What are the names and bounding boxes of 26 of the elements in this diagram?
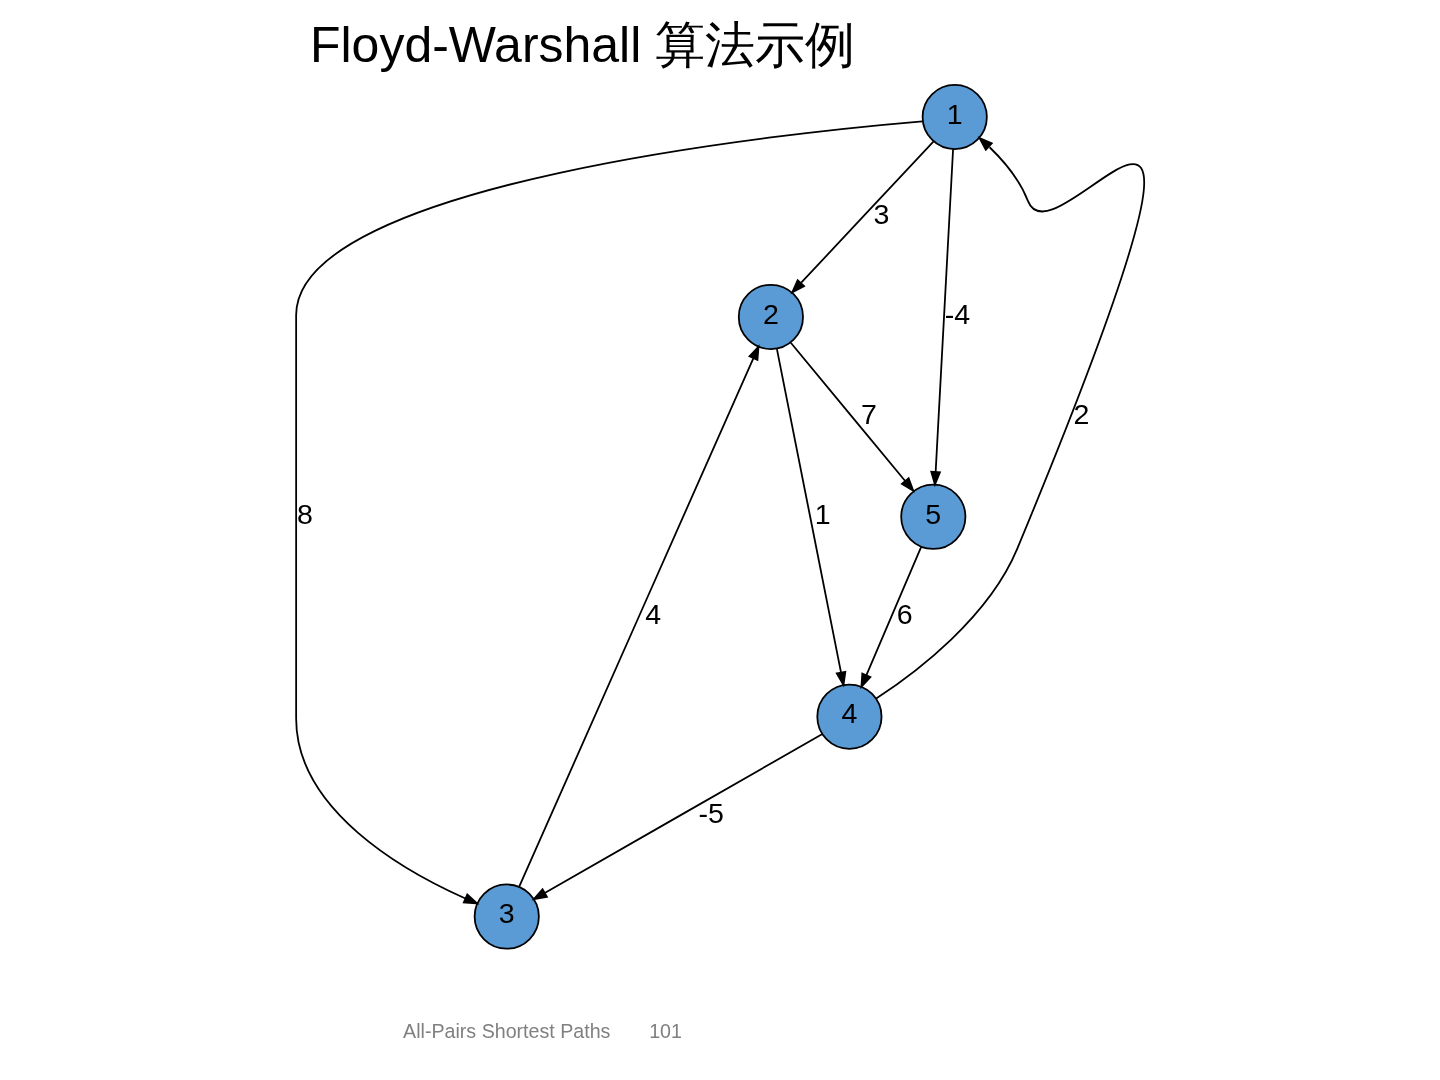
label: All-Pairs Shortest Paths [402,1019,610,1042]
edge-label: 1 [814,497,831,530]
arrow [789,140,934,295]
arrow [929,148,954,488]
edge-label: 4 [644,597,661,630]
edge-label: 3 [873,197,889,230]
node-circle: 5 [899,483,966,550]
edge-label: 2 [1073,397,1089,430]
edge-label: 8 [296,497,313,530]
arrow [294,120,923,905]
edge-label: -4 [944,297,970,330]
edge-label: -5 [697,797,724,830]
arrow [859,545,922,690]
diagram-title: Floyd-Warshall 算法示例 [309,17,855,74]
edge-label: 7 [860,397,877,430]
arrow [531,733,823,901]
arrow [775,348,846,688]
node-circle: 3 [473,883,540,950]
edge-label: 6 [896,597,913,630]
node-circle: 4 [815,683,882,750]
node-circle: 1 [921,84,988,150]
arrow [789,341,915,493]
arrow [874,136,1144,700]
arrow [517,344,760,888]
node-circle: 2 [737,283,804,350]
label: 101 [648,1019,682,1042]
